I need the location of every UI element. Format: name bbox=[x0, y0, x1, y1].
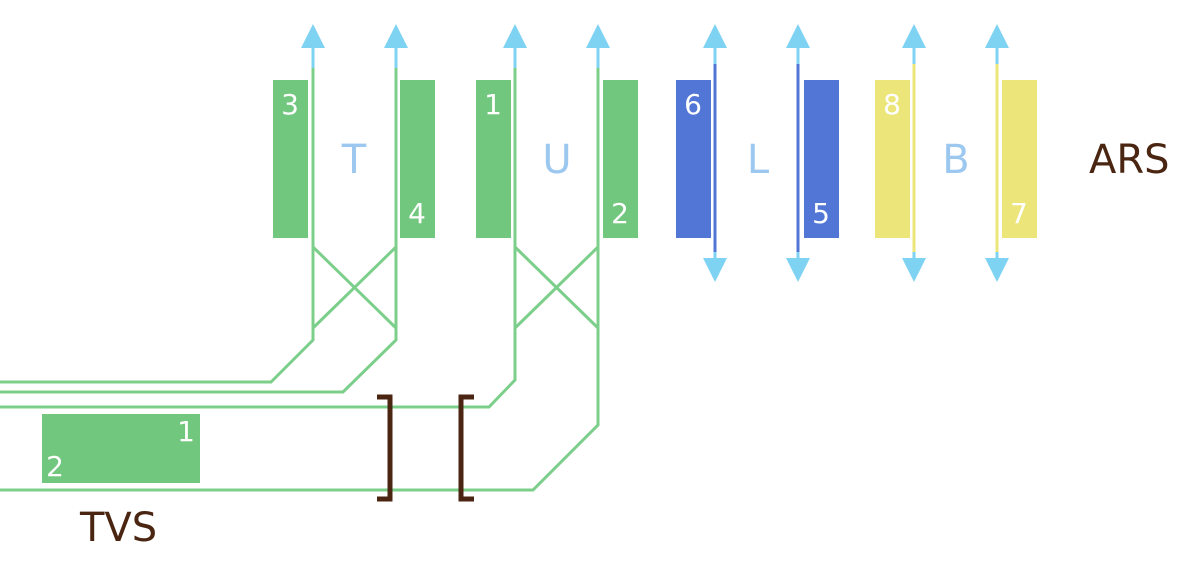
platform-number-8: 8 bbox=[883, 88, 901, 121]
platform-1 bbox=[476, 80, 511, 238]
track-letter-u: U bbox=[542, 137, 571, 183]
platform-tvs bbox=[42, 414, 200, 483]
track-lines bbox=[0, 58, 600, 492]
green-track-arrows bbox=[301, 24, 610, 68]
station-boundary bbox=[377, 394, 474, 502]
platform-number-5: 5 bbox=[812, 197, 830, 230]
crossover-t-2 bbox=[311, 245, 398, 330]
track-t-right bbox=[0, 58, 398, 394]
track-letter-l: L bbox=[747, 137, 770, 183]
platform-number-tvs-2: 2 bbox=[46, 450, 64, 483]
platforms bbox=[42, 80, 1037, 483]
platform-number-7: 7 bbox=[1010, 197, 1028, 230]
crossover-u-2 bbox=[513, 245, 600, 330]
platform-7 bbox=[1002, 80, 1037, 238]
track-letters: T U L B bbox=[341, 137, 970, 183]
platform-number-tvs-1: 1 bbox=[177, 415, 195, 448]
platform-6 bbox=[676, 80, 711, 238]
lb-tracks bbox=[703, 24, 1009, 282]
track-u-left bbox=[0, 58, 517, 409]
platform-numbers: 3 4 1 2 6 5 8 7 1 2 bbox=[46, 88, 1028, 483]
platform-number-4: 4 bbox=[408, 197, 426, 230]
station-label-ars: ARS bbox=[1089, 137, 1170, 183]
platform-5 bbox=[804, 80, 839, 238]
bracket-right bbox=[377, 394, 393, 502]
track-letter-t: T bbox=[341, 137, 367, 183]
bracket-left bbox=[458, 394, 474, 502]
track-t-left bbox=[0, 58, 315, 384]
platform-number-1: 1 bbox=[484, 88, 502, 121]
platform-number-6: 6 bbox=[684, 88, 702, 121]
platform-8 bbox=[875, 80, 910, 238]
track-u-right bbox=[0, 58, 600, 492]
track-letter-b: B bbox=[942, 137, 969, 183]
platform-number-2: 2 bbox=[611, 197, 629, 230]
platform-2 bbox=[603, 80, 638, 238]
platform-number-3: 3 bbox=[281, 88, 299, 121]
station-label-tvs: TVS bbox=[79, 505, 157, 551]
platform-3 bbox=[273, 80, 308, 238]
platform-4 bbox=[400, 80, 435, 238]
